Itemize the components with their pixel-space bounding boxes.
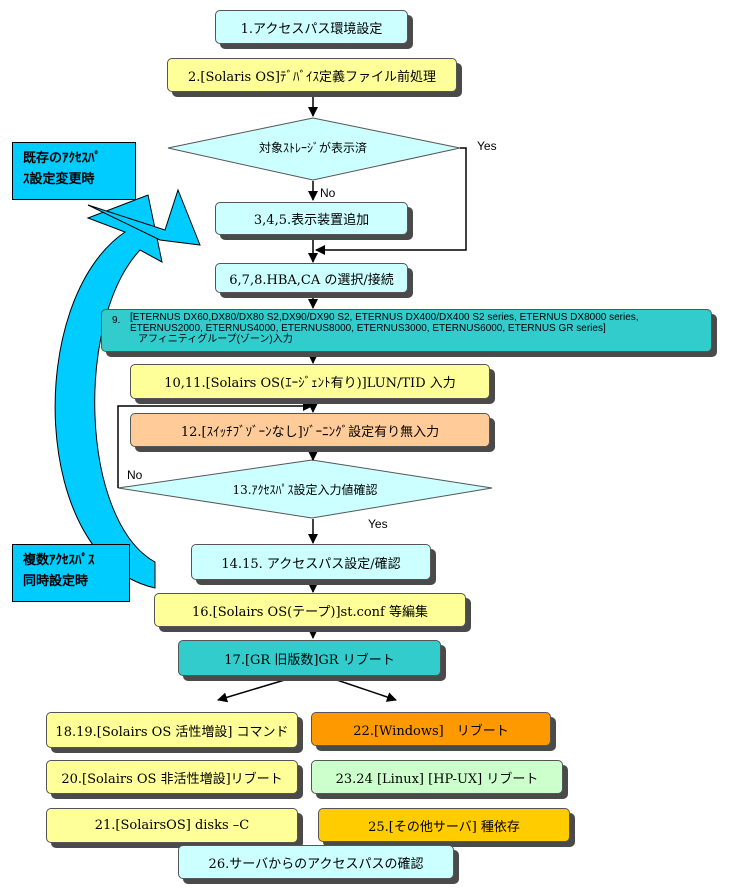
- step-2-label: 2.[Solaris OS]ﾃﾞﾊﾞｲｽ定義ファイル前処理: [188, 69, 436, 85]
- step-6-box: 6,7,8.HBA,CA の選択/接続: [215, 263, 408, 293]
- step-17-label: 17.[GR 旧版数]GR リブート: [224, 652, 395, 668]
- step-9-number: 9.: [112, 315, 121, 326]
- step-20-label: 20.[Solairs OS 非活性増設]リブート: [61, 771, 283, 787]
- decision-storage-text: 対象ｽﾄﾚｰｼﾞが表示済: [258, 141, 367, 155]
- step-23-box: 23.24 [Linux] [HP-UX] リブート: [311, 760, 563, 794]
- step-9-line-3: アフィニティグループ(ゾーン)入力: [138, 334, 293, 345]
- step-14-label: 14.15. アクセスパス設定/確認: [221, 556, 401, 572]
- callout-existing-line-2: ｽ設定変更時: [23, 172, 95, 187]
- loop-back-arrow: [54, 188, 201, 589]
- step-1-box: 1.アクセスパス環境設定: [215, 10, 408, 44]
- callout-multi-setting: 複数ｱｸｾｽﾊﾟｽ 同時設定時: [12, 544, 130, 602]
- step-26-box: 26.サーバからのアクセスパスの確認: [178, 845, 454, 879]
- no-label-2: No: [127, 468, 143, 482]
- step-3-label: 3,4,5.表示装置追加: [253, 213, 370, 228]
- step-12-box: 12.[ｽｲｯﾁﾌﾞｿﾞｰﾝなし]ｿﾞｰﾆﾝｸﾞ設定有り無入力: [130, 413, 490, 447]
- step-10-label: 10,11.[Solairs OS(ｴｰｼﾞｪﾝﾄ有り)]LUN/TID 入力: [164, 376, 456, 391]
- step-3-box: 3,4,5.表示装置追加: [215, 202, 408, 235]
- step-25-label: 25.[その他サーバ] 種依存: [368, 819, 520, 835]
- step-1-label: 1.アクセスパス環境設定: [240, 21, 383, 37]
- step-9-box: 9. [ETERNUS DX60,DX80/DX80 S2,DX90/DX90 …: [101, 309, 712, 352]
- callout-multi-line-1: 複数ｱｸｾｽﾊﾟｽ: [23, 553, 95, 568]
- no-label-1: No: [320, 186, 336, 200]
- step-20-box: 20.[Solairs OS 非活性増設]リブート: [46, 760, 298, 794]
- step-22-box: 22.[Windows] リブート: [311, 712, 551, 746]
- decision-input-diamond: [117, 459, 493, 519]
- callout-multi-line-2: 同時設定時: [23, 574, 89, 589]
- step-12-label: 12.[ｽｲｯﾁﾌﾞｿﾞｰﾝなし]ｿﾞｰﾆﾝｸﾞ設定有り無入力: [180, 424, 440, 440]
- step-10-box: 10,11.[Solairs OS(ｴｰｼﾞｪﾝﾄ有り)]LUN/TID 入力: [130, 364, 490, 399]
- step-16-box: 16.[Solairs OS(テープ)]st.conf 等編集: [154, 593, 466, 627]
- step-9-line-2: ETERNUS2000, ETERNUS4000, ETERNUS8000, E…: [130, 323, 606, 334]
- step-16-label: 16.[Solairs OS(テープ)]st.conf 等編集: [191, 604, 428, 620]
- callout-existing-line-1: 既存のｱｸｾｽﾊﾟ: [23, 151, 102, 166]
- step-17-box: 17.[GR 旧版数]GR リブート: [178, 640, 441, 676]
- step-6-label: 6,7,8.HBA,CA の選択/接続: [229, 272, 394, 288]
- yes-label-1: Yes: [477, 139, 497, 153]
- step-22-label: 22.[Windows] リブート: [353, 723, 509, 739]
- step-21-label: 21.[SolairsOS] disks –C: [94, 818, 250, 833]
- yes-label-2: Yes: [368, 517, 388, 531]
- step-2-box: 2.[Solaris OS]ﾃﾞﾊﾞｲｽ定義ファイル前処理: [167, 58, 457, 92]
- step-9-line-1: [ETERNUS DX60,DX80/DX80 S2,DX90/DX90 S2,…: [130, 312, 639, 323]
- decision-input-text: 13.ｱｸｾｽﾊﾟｽ設定入力値確認: [232, 483, 378, 497]
- step-21-box: 21.[SolairsOS] disks –C: [46, 808, 298, 843]
- callout-existing-change: 既存のｱｸｾｽﾊﾟ ｽ設定変更時: [12, 142, 136, 200]
- step-26-label: 26.サーバからのアクセスパスの確認: [208, 856, 424, 872]
- step-18-box: 18.19.[Solairs OS 活性増設] コマンド: [46, 712, 298, 748]
- step-23-label: 23.24 [Linux] [HP-UX] リブート: [335, 771, 539, 787]
- step-14-box: 14.15. アクセスパス設定/確認: [191, 544, 431, 580]
- step-25-box: 25.[その他サーバ] 種依存: [318, 808, 570, 842]
- step-18-label: 18.19.[Solairs OS 活性増設] コマンド: [55, 724, 289, 740]
